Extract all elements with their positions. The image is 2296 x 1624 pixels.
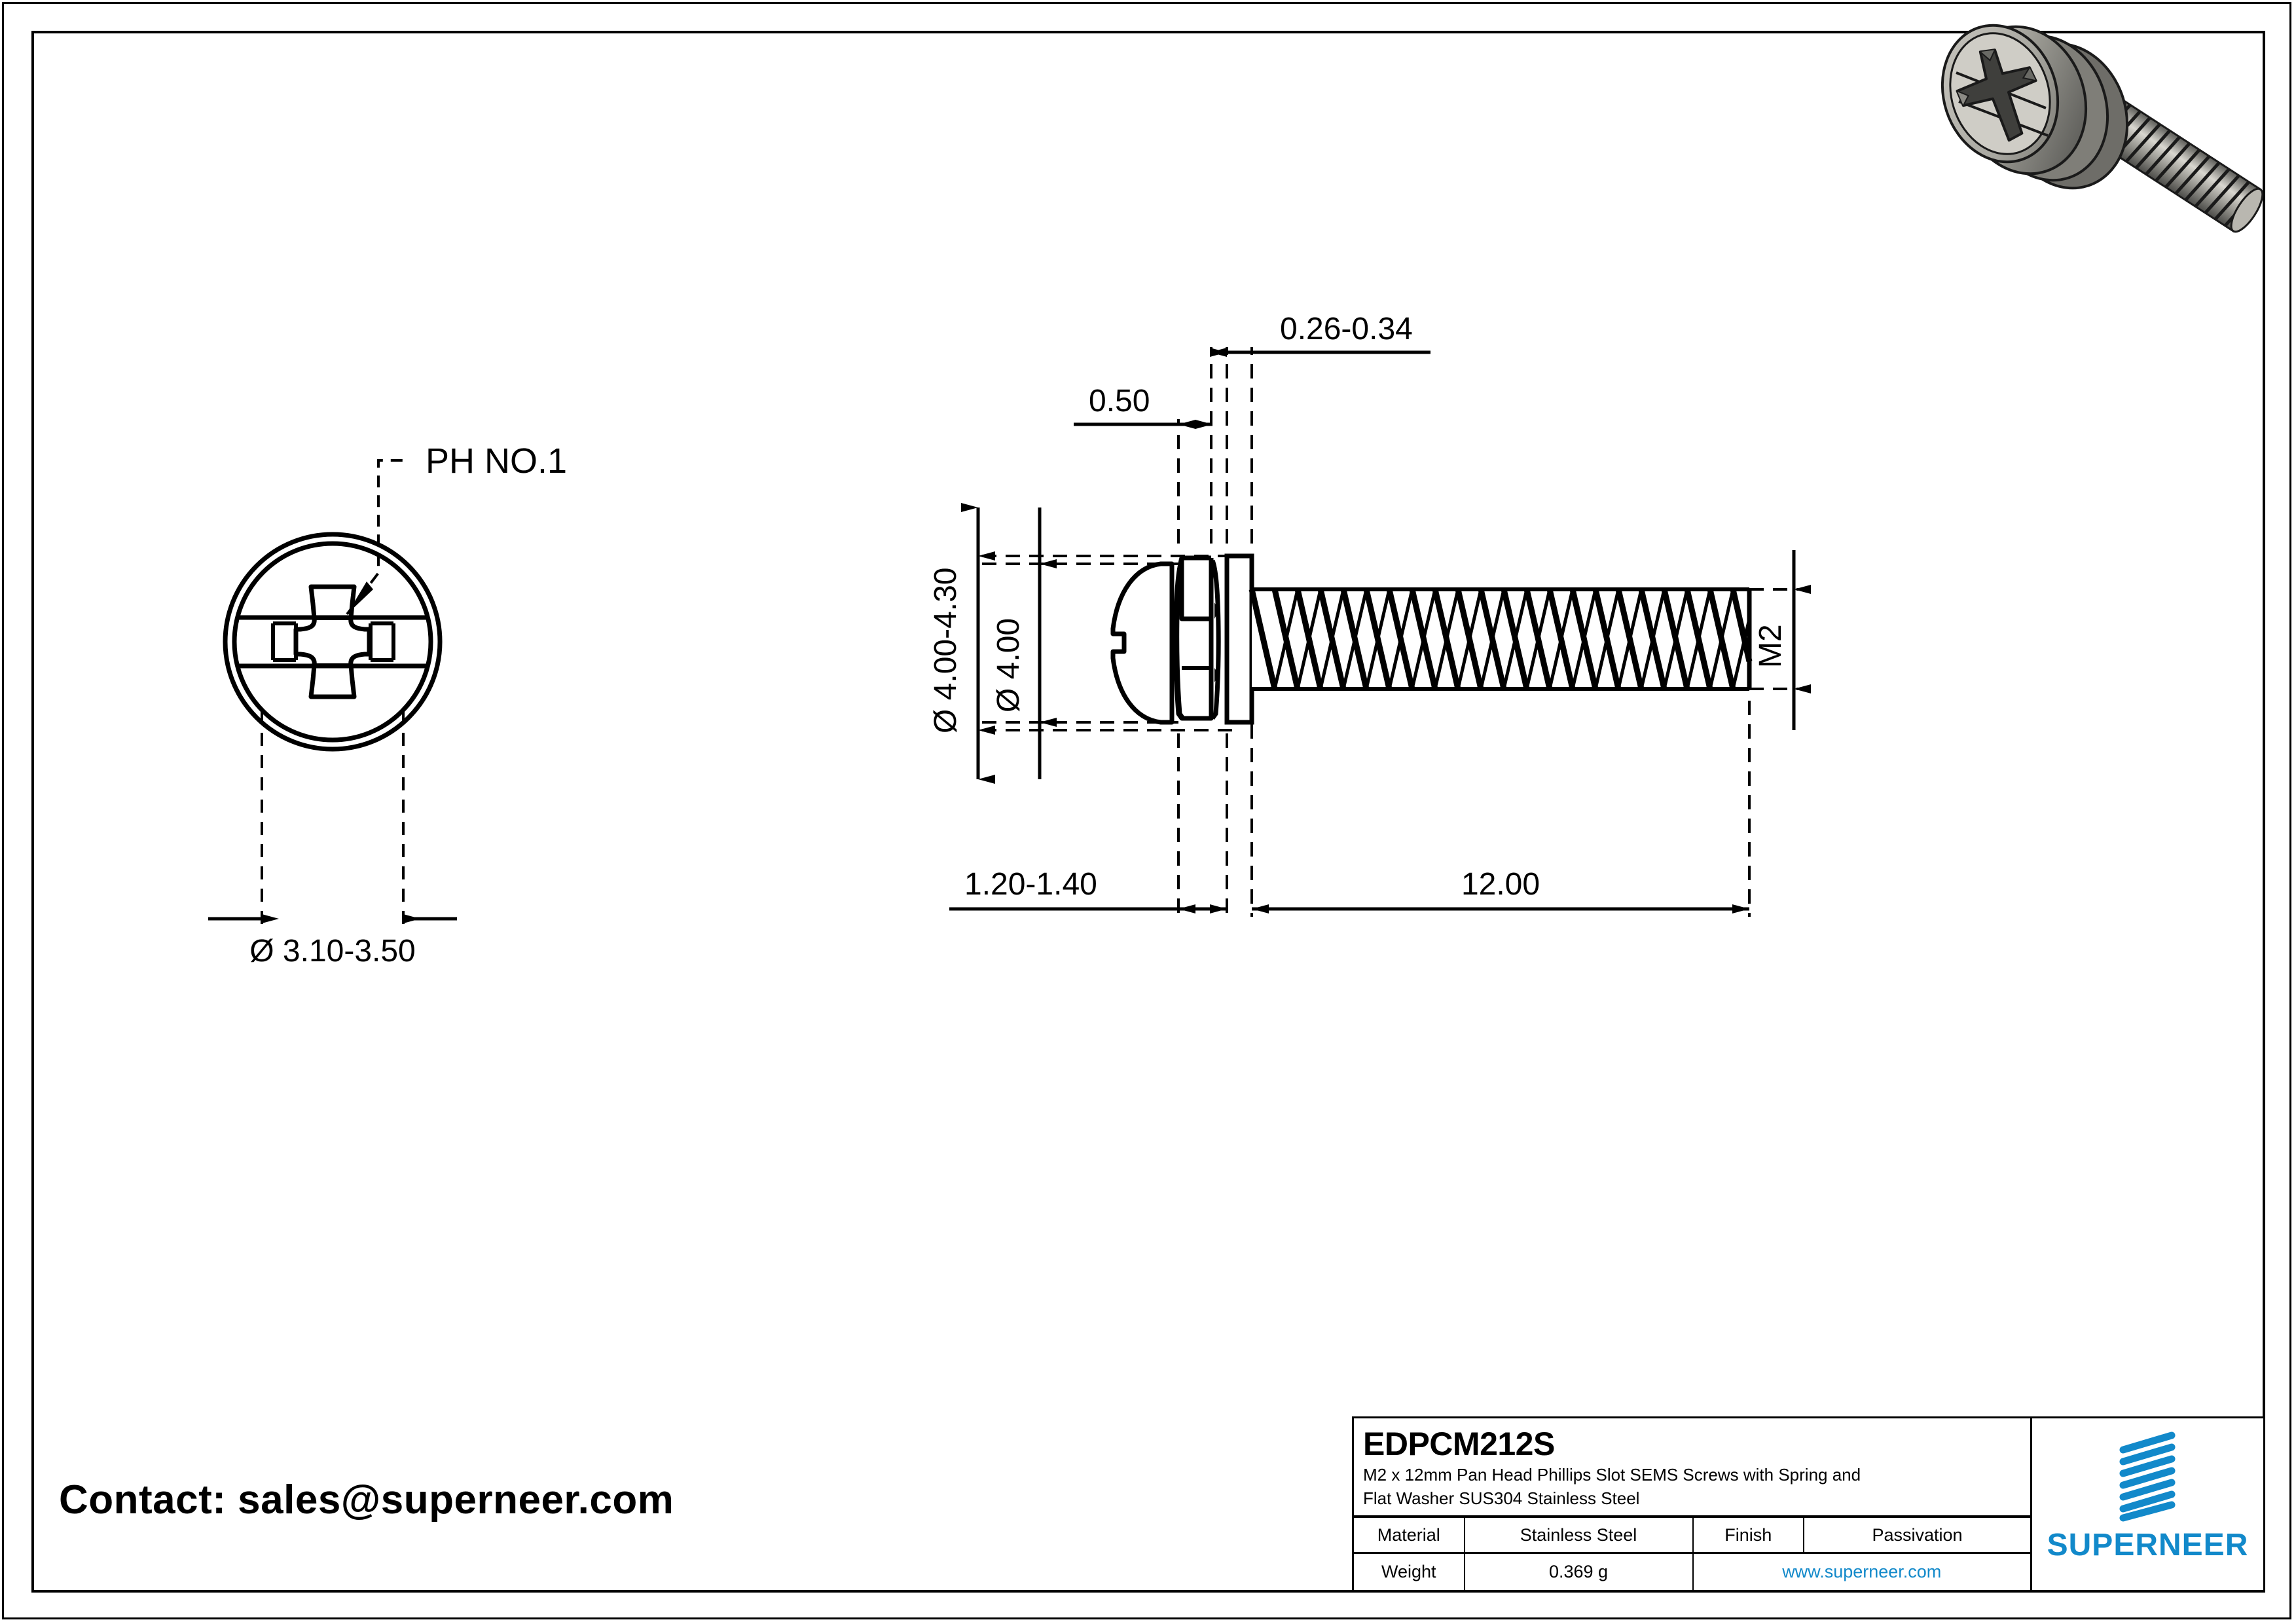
- head-top-view: PH NO.1 Ø 3.10-3.50: [208, 441, 567, 969]
- dim-flat-washer-thickness: 0.26-0.34: [1210, 312, 1430, 357]
- brand-name: SUPERNEER: [2047, 1528, 2249, 1562]
- svg-text:0.26-0.34: 0.26-0.34: [1280, 312, 1413, 346]
- material-label: Material: [1354, 1518, 1465, 1552]
- svg-text:1.20-1.40: 1.20-1.40: [964, 867, 1097, 902]
- dim-spring-washer-thickness: 0.50: [1074, 384, 1212, 429]
- part-number: EDPCM212S: [1363, 1426, 1555, 1462]
- dim-head-height: 1.20-1.40: [949, 867, 1227, 913]
- svg-text:0.50: 0.50: [1089, 384, 1150, 418]
- screw-side-view: Ø 4.00-4.30 Ø 4.00 M2 0.26-0.34: [928, 312, 1817, 917]
- dim-head-od: Ø 4.00-4.30: [928, 568, 963, 734]
- dim-thread-size: M2: [1753, 624, 1788, 668]
- finish-label: Finish: [1694, 1518, 1805, 1552]
- material-value: Stainless Steel: [1465, 1518, 1694, 1552]
- description-line-1: M2 x 12mm Pan Head Phillips Slot SEMS Sc…: [1363, 1465, 1861, 1485]
- superneer-logo-icon: [2117, 1430, 2179, 1522]
- dim-head-d: Ø 4.00: [991, 618, 1026, 712]
- dim-head-diameter: Ø 3.10-3.50: [249, 934, 416, 969]
- screw-3d-render: [1941, 24, 2264, 233]
- title-block: EDPCM212S M2 x 12mm Pan Head Phillips Sl…: [1352, 1416, 2265, 1592]
- brand-panel: SUPERNEER: [2032, 1418, 2263, 1590]
- dim-thread-length: 12.00: [1252, 867, 1749, 913]
- website-link[interactable]: www.superneer.com: [1782, 1562, 1942, 1581]
- ph-no1-label: PH NO.1: [426, 441, 567, 481]
- thread-profile: [1248, 588, 1753, 690]
- sheet-inner-frame: [31, 31, 2265, 1593]
- ph-no1-leader: [346, 459, 406, 616]
- spec-row-material: Material Stainless Steel Finish Passivat…: [1354, 1518, 2030, 1554]
- title-block-description: EDPCM212S M2 x 12mm Pan Head Phillips Sl…: [1354, 1418, 2030, 1518]
- weight-label: Weight: [1354, 1554, 1465, 1590]
- description-line-2: Flat Washer SUS304 Stainless Steel: [1363, 1488, 1640, 1508]
- svg-text:12.00: 12.00: [1461, 867, 1540, 902]
- title-block-main: EDPCM212S M2 x 12mm Pan Head Phillips Sl…: [1354, 1418, 2032, 1590]
- weight-value: 0.369 g: [1465, 1554, 1694, 1590]
- contact-text: Contact: sales@superneer.com: [59, 1477, 674, 1522]
- finish-value: Passivation: [1872, 1524, 1963, 1545]
- spec-row-weight: Weight 0.369 g www.superneer.com: [1354, 1554, 2030, 1590]
